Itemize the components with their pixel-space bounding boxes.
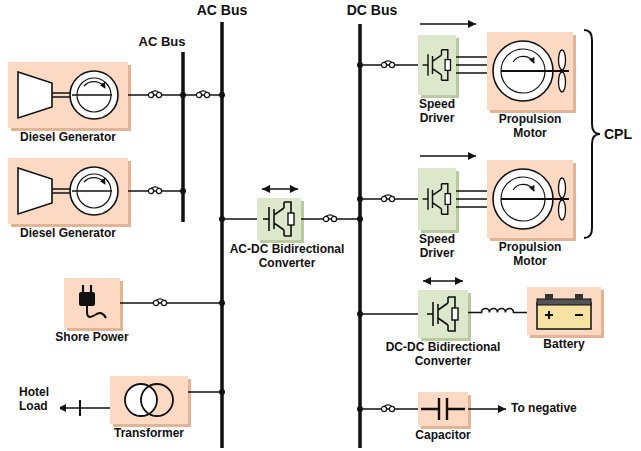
- generator-box: Diesel Generator: [8, 158, 128, 224]
- symbols: [18, 41, 591, 420]
- drive-box: Speed Driver: [418, 168, 456, 230]
- shore-power-box: Shore Power: [64, 278, 120, 328]
- bus-label: Hotel Load: [18, 386, 60, 414]
- junction-dots: [180, 62, 363, 412]
- generator-box: Diesel Generator: [8, 62, 128, 128]
- node-label: Diesel Generator: [19, 131, 117, 145]
- motor-box: Propulsion Motor: [487, 160, 573, 238]
- node-label: Shore Power: [54, 331, 129, 345]
- wires: [58, 24, 600, 416]
- bus-label: AC Bus: [138, 35, 187, 50]
- box-grounds: [8, 32, 604, 429]
- battery-box: Battery: [527, 287, 601, 335]
- motor-box: Propulsion Motor: [487, 32, 573, 110]
- node-label: AC-DC Bidirectional Converter: [225, 243, 349, 271]
- bus-label: DC Bus: [346, 2, 399, 18]
- phase-wires: [456, 57, 487, 73]
- converter-box: AC-DC Bidirectional Converter: [257, 198, 301, 240]
- node-label: Propulsion Motor: [493, 241, 567, 269]
- bus-bars: [183, 22, 360, 448]
- transformer-box: Transformer: [110, 376, 188, 424]
- capacitor-box: Capacitor: [418, 392, 468, 426]
- node-label: Speed Driver: [411, 98, 463, 126]
- converter-box: DC-DC Bidirectional Converter: [418, 290, 468, 338]
- bus-label: AC Bus: [196, 2, 249, 18]
- node-label: Battery: [542, 338, 585, 352]
- node-label: Speed Driver: [411, 233, 463, 261]
- bus-label: To negative: [510, 402, 578, 416]
- node-label: Propulsion Motor: [493, 113, 567, 141]
- fuses: [148, 61, 394, 412]
- drive-box: Speed Driver: [418, 35, 456, 95]
- bus-label: CPL: [603, 126, 633, 142]
- phase-wires: [456, 191, 487, 207]
- node-label: Transformer: [113, 427, 185, 441]
- node-label: DC-DC Bidirectional Converter: [381, 341, 505, 369]
- inductor-link: [468, 309, 527, 313]
- node-label: Capacitor: [414, 429, 471, 443]
- node-label: Diesel Generator: [19, 227, 117, 241]
